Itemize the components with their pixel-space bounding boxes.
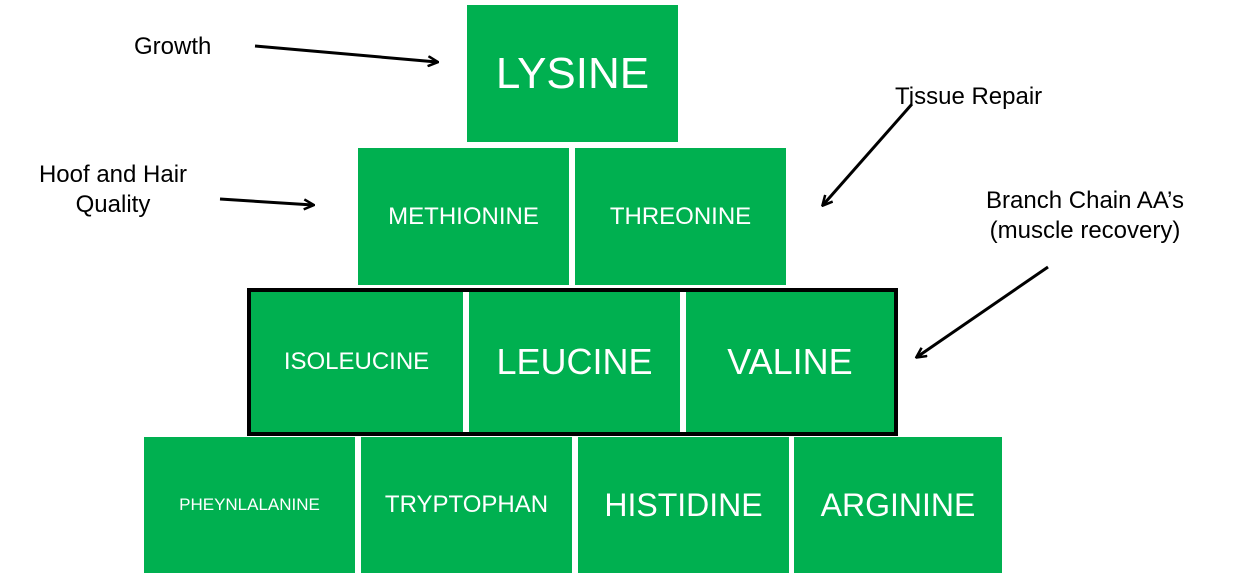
block-isoleucine-label: ISOLEUCINE xyxy=(283,347,430,375)
block-tryptophan: TRYPTOPHAN xyxy=(361,437,572,573)
annotation-bcaa-line1: Branch Chain AA’s xyxy=(986,187,1184,214)
block-tryptophan-label: TRYPTOPHAN xyxy=(384,491,549,518)
block-methionine-label: METHIONINE xyxy=(388,202,539,230)
annotation-growth: Growth xyxy=(134,32,211,62)
block-leucine: LEUCINE xyxy=(469,291,680,432)
block-threonine: THREONINE xyxy=(575,148,786,285)
block-isoleucine: ISOLEUCINE xyxy=(250,291,463,432)
block-leucine-label: LEUCINE xyxy=(496,340,653,382)
annotation-bcaa-line2: (muscle recovery) xyxy=(989,217,1181,244)
arrow-hoof-hair xyxy=(219,197,313,205)
block-methionine: METHIONINE xyxy=(358,148,569,285)
annotation-hoof-line2: Quality xyxy=(75,191,151,218)
arrow-tissue-repair xyxy=(823,103,914,205)
block-valine-label: VALINE xyxy=(727,340,853,382)
block-histidine: HISTIDINE xyxy=(578,437,789,573)
annotation-tissue-repair: Tissue Repair xyxy=(895,82,1042,112)
arrow-branch-chain xyxy=(917,265,1049,357)
arrow-growth xyxy=(254,44,437,62)
block-valine: VALINE xyxy=(686,291,894,432)
block-arginine-label: ARGININE xyxy=(820,486,976,523)
annotation-growth-label: Growth xyxy=(134,33,212,60)
annotation-tissue-repair-label: Tissue Repair xyxy=(895,83,1043,110)
annotation-hoof-line1: Hoof and Hair xyxy=(38,161,188,188)
annotation-hoof-hair-quality: Hoof and Hair Quality xyxy=(8,160,218,220)
block-arginine: ARGININE xyxy=(794,437,1002,573)
block-pheynlalanine-label: PHEYNLALANINE xyxy=(179,495,320,514)
block-lysine: LYSINE xyxy=(467,5,678,142)
block-threonine-label: THREONINE xyxy=(609,202,752,230)
block-pheynlalanine: PHEYNLALANINE xyxy=(144,437,355,573)
block-lysine-label: LYSINE xyxy=(495,48,650,98)
annotation-branch-chain: Branch Chain AA’s (muscle recovery) xyxy=(940,186,1230,246)
block-histidine-label: HISTIDINE xyxy=(604,486,763,523)
